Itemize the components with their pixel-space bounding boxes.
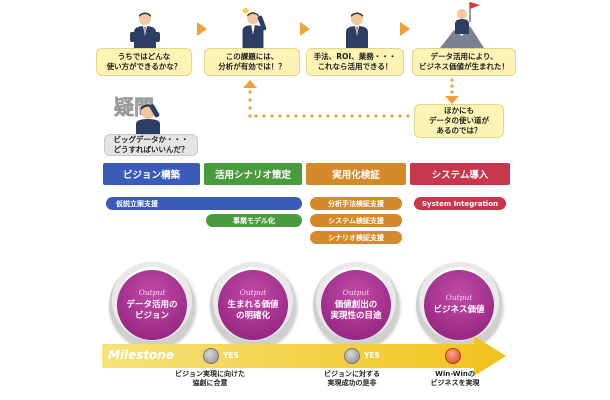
pill-scenario-verification: シナリオ検証支援 <box>310 231 402 244</box>
milestone-caption-3: Win-Winの ビジネスを実現 <box>430 370 480 388</box>
milestone-arrow <box>102 336 506 376</box>
businessman-idea-icon <box>242 8 267 48</box>
bubble-bigdata-question: ビッグデータか・・・ どうすればいいんだ？ <box>104 134 198 156</box>
businessman-thinking-icon <box>130 12 160 50</box>
flow-arrow-1 <box>197 22 207 36</box>
milestone-label: Milestone <box>108 348 175 362</box>
pill-hypothesis-support: 仮説立案支援 <box>106 197 302 210</box>
phase-vision-building: ビジョン構築 <box>103 163 200 185</box>
milestone-marker-3 <box>445 348 461 364</box>
flow-arrow-3 <box>400 22 410 36</box>
flow-arrow-2 <box>300 22 310 36</box>
bubble-value-created: データ活用により、 ビジネス価値が生まれた！ <box>412 48 516 76</box>
pill-system-integration: System Integration <box>414 197 506 210</box>
milestone-marker-2 <box>344 348 360 364</box>
phase-scenario-planning: 活用シナリオ策定 <box>204 163 302 185</box>
milestone-caption-1: ビジョン実現に向けた 協創に合意 <box>175 370 245 388</box>
milestone-yes-2: YES <box>364 351 380 360</box>
bubble-analysis-effective: この課題には、 分析が有効では！？ <box>204 48 300 76</box>
businessman-confused-icon: 疑問 <box>114 95 160 136</box>
output-label: ビジネス価値 <box>433 305 485 316</box>
milestone-yes-1: YES <box>223 351 239 360</box>
bubble-other-uses: ほかにも データの使い道が あるのでは？ <box>414 104 504 138</box>
milestone-caption-2: ビジョンに対する 実現成功の是非 <box>324 370 380 388</box>
output-label: 生まれる価値 の明確化 <box>227 299 279 321</box>
pill-business-model: 事業モデル化 <box>206 214 302 227</box>
bubble-can-utilize: 手法、ROI、業務・・・ これなら活用できる！ <box>306 48 404 76</box>
businessman-standing-icon <box>346 12 368 50</box>
bubble-usage-question: うちではどんな 使い方ができるかな？ <box>96 48 192 76</box>
milestone-marker-1 <box>203 348 219 364</box>
phase-practical-verification: 実用化検証 <box>306 163 406 185</box>
pill-system-verification: システム検証支援 <box>310 214 402 227</box>
businessman-flag-summit-icon <box>440 2 484 48</box>
output-label: 価値創出の 実現性の目途 <box>330 299 382 321</box>
phase-system-deployment: システム導入 <box>410 163 510 185</box>
output-label: データ活用の ビジョン <box>126 299 178 321</box>
pill-analysis-method: 分析手法検証支援 <box>310 197 402 210</box>
